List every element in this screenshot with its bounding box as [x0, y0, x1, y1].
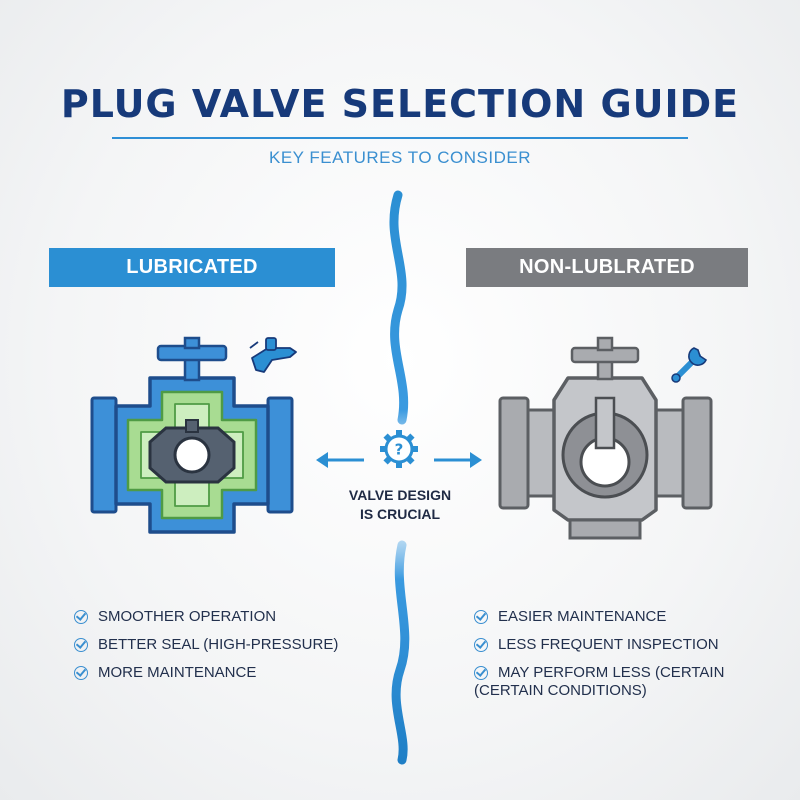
check-circle-icon	[474, 638, 488, 652]
list-item: LESS FREQUENT INSPECTION	[474, 636, 724, 664]
lubricated-banner: LUBRICATED	[49, 248, 335, 287]
non-lubricated-valve-icon	[498, 336, 713, 540]
divider-wave	[389, 190, 410, 765]
non-lubricated-feature-list: EASIER MAINTENANCE LESS FREQUENT INSPECT…	[474, 608, 724, 704]
right-arrow-icon	[434, 452, 482, 468]
svg-text:?: ?	[395, 441, 404, 459]
list-item: EASIER MAINTENANCE	[474, 608, 724, 636]
center-caption-line2: IS CRUCIAL	[359, 506, 441, 522]
check-circle-icon	[74, 610, 88, 624]
title-underline	[112, 137, 688, 139]
list-item: SMOOTHER OPERATION	[74, 608, 338, 636]
page-subtitle: KEY FEATURES TO CONSIDER	[268, 148, 532, 167]
left-arrow-icon	[316, 452, 364, 468]
check-circle-icon	[74, 638, 88, 652]
list-item: MAY PERFORM LESS (CERTAIN(CERTAIN CONDIT…	[474, 664, 725, 699]
check-circle-icon	[474, 666, 488, 680]
check-circle-icon	[474, 610, 488, 624]
list-item: MORE MAINTENANCE	[74, 664, 338, 692]
wrench-icon	[671, 347, 708, 383]
page-title: PLUG VALVE SELECTION GUIDE	[60, 82, 740, 126]
center-caption: VALVE DESIGN IS CRUCIAL	[318, 486, 482, 524]
question-gear-icon: ?	[380, 430, 418, 468]
check-circle-icon	[74, 666, 88, 680]
non-lubricated-banner: NON-LUBLRATED	[466, 248, 748, 287]
lubricated-feature-list: SMOOTHER OPERATION BETTER SEAL (HIGH-PRE…	[74, 608, 338, 692]
lubricated-valve-icon	[90, 336, 294, 534]
center-caption-line1: VALVE DESIGN	[348, 487, 452, 503]
grease-gun-icon	[249, 337, 297, 373]
list-item: BETTER SEAL (HIGH-PRESSURE)	[74, 636, 338, 664]
